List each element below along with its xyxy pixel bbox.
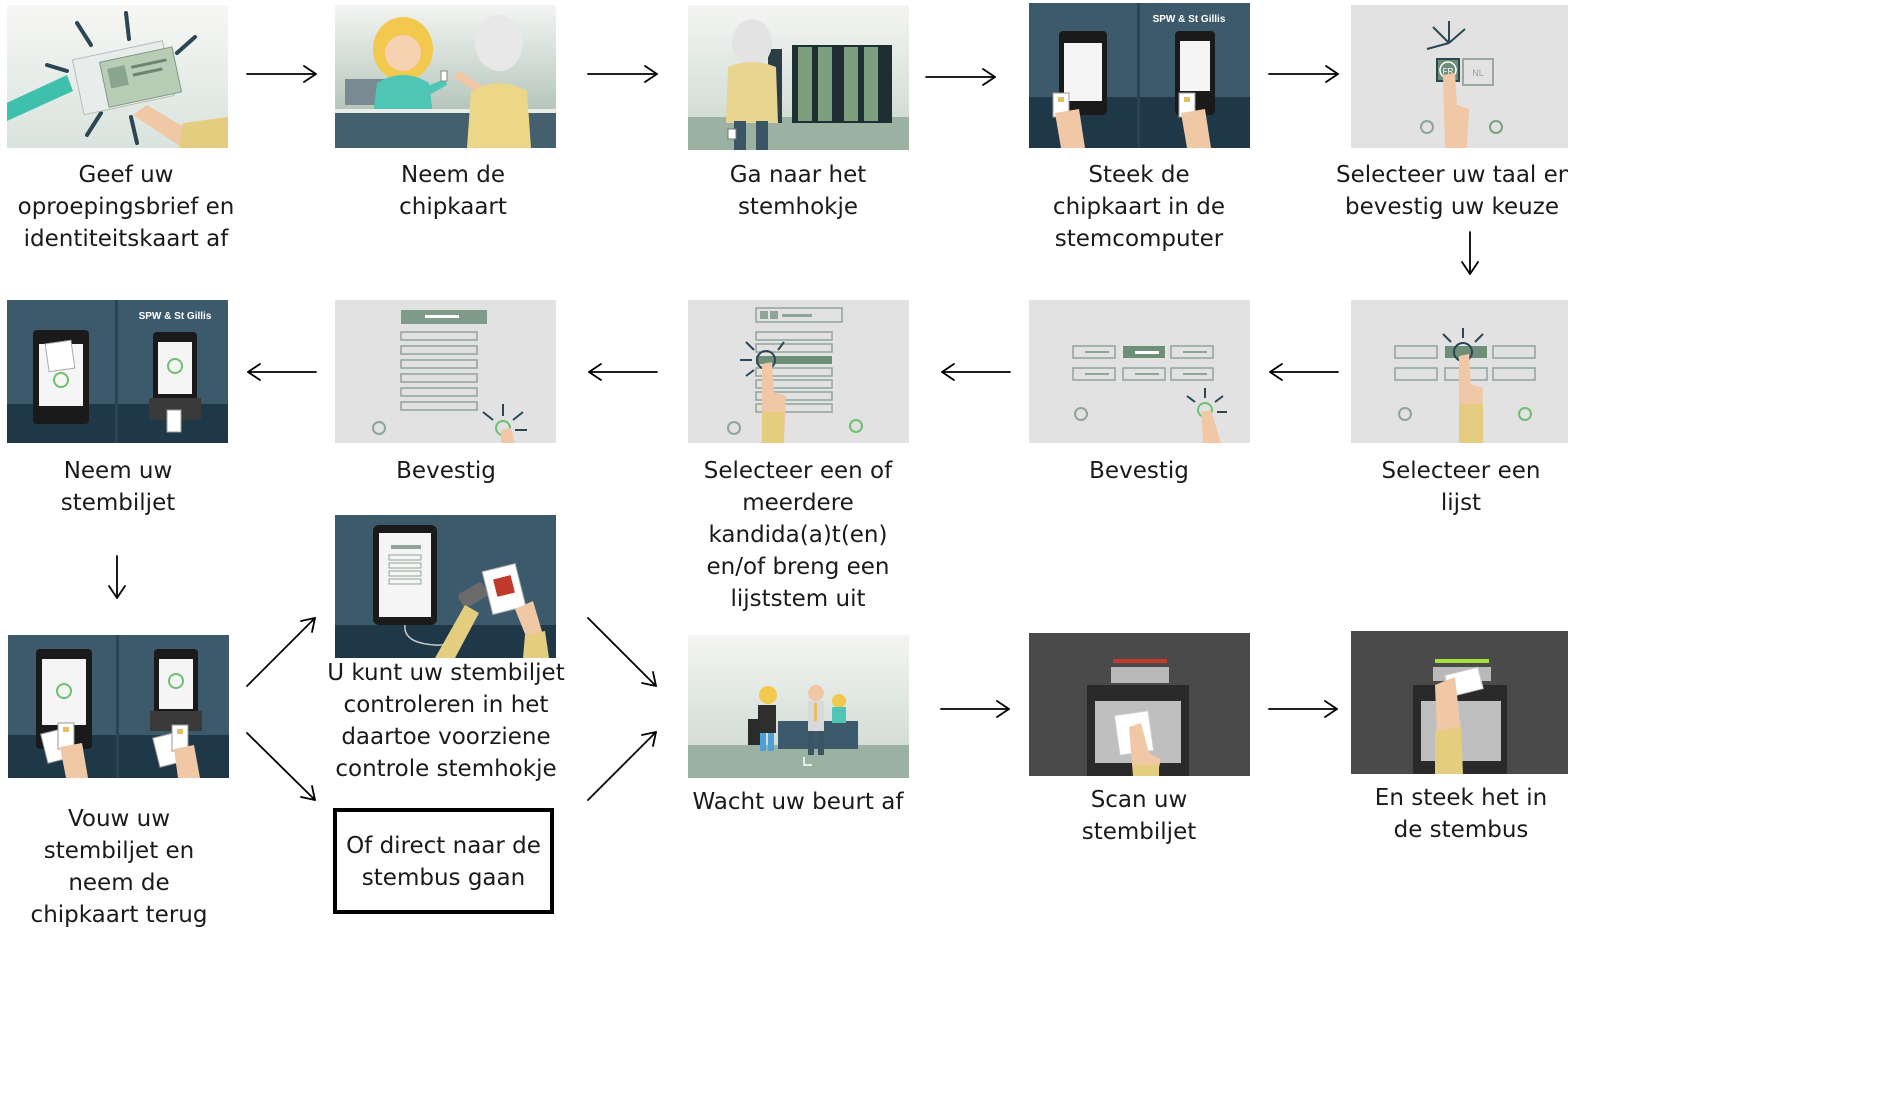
- arrow-down-icon: [108, 555, 126, 599]
- arrow-down-right-icon: [587, 617, 657, 687]
- arrow-left-icon: [588, 363, 658, 381]
- step-caption: Bevestig: [396, 458, 496, 484]
- step-caption: Wacht uw beurt af: [692, 789, 904, 815]
- thumb-check-ballot: [335, 515, 556, 658]
- arrow-left-icon: [247, 363, 317, 381]
- arrow-right-icon: [1268, 700, 1338, 718]
- thumb-hand-over-documents: [7, 5, 228, 148]
- thumb-insert-chipcard: SPW & St Gillis: [1029, 3, 1250, 148]
- thumb-scan-ballot: [1029, 633, 1250, 776]
- arrow-right-icon: [1268, 65, 1339, 83]
- thumb-select-list: [1351, 300, 1568, 443]
- thumb-confirm-list: [1029, 300, 1250, 443]
- arrow-right-icon: [940, 700, 1010, 718]
- lang-nl-label: NL: [1472, 68, 1484, 78]
- arrow-right-icon: [925, 68, 996, 86]
- kiosk-header-label: SPW & St Gillis: [1153, 14, 1226, 25]
- voting-procedure-diagram: SPW & St Gillis FR NL: [7, 3, 1568, 927]
- arrow-right-icon: [246, 65, 317, 83]
- thumb-select-language: FR NL: [1351, 5, 1568, 148]
- kiosk-header-label: SPW & St Gillis: [139, 311, 212, 322]
- thumb-take-chipcard: [335, 5, 556, 148]
- thumb-confirm-vote: [335, 300, 556, 443]
- arrow-down-icon: [1461, 231, 1479, 275]
- arrow-up-right-icon: [246, 617, 316, 687]
- thumb-insert-ballot-box: [1351, 631, 1568, 774]
- thumb-wait-turn: [688, 635, 909, 778]
- step-caption: Bevestig: [1089, 458, 1189, 484]
- thumb-take-ballot: SPW & St Gillis: [7, 300, 228, 443]
- flow-arrows: [108, 65, 1479, 801]
- arrow-left-icon: [941, 363, 1011, 381]
- arrow-down-right-icon: [246, 732, 316, 801]
- arrow-left-icon: [1269, 363, 1339, 381]
- arrow-up-right-icon: [587, 731, 657, 801]
- thumb-select-candidates: [688, 300, 909, 443]
- lang-fr-label: FR: [1443, 67, 1454, 76]
- thumb-fold-ballot: [8, 635, 229, 778]
- thumb-go-to-booth: [688, 5, 909, 150]
- arrow-right-icon: [587, 65, 658, 83]
